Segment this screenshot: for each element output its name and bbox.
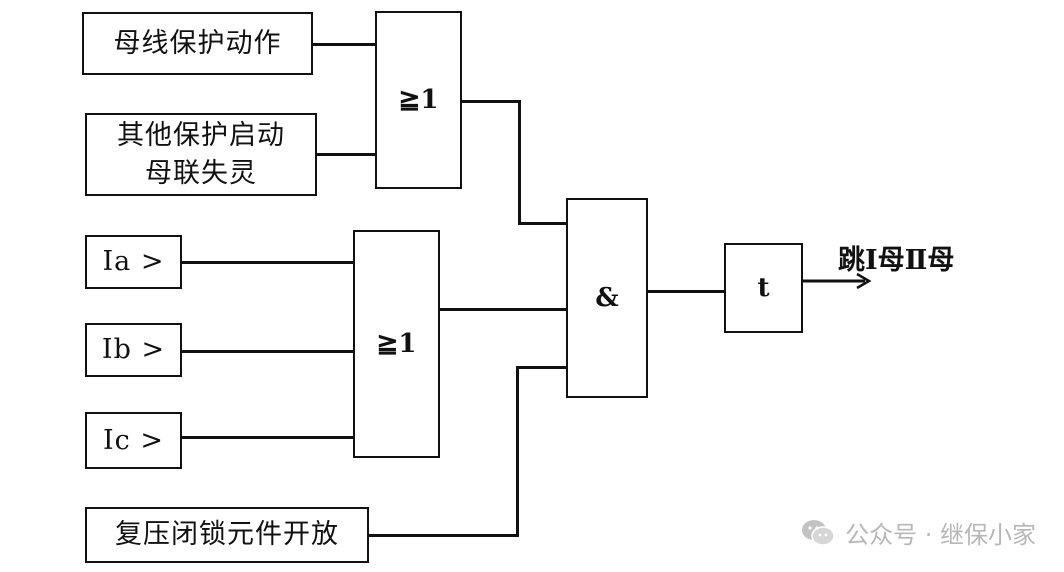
or-gate-bottom-symbol: ≧1 <box>376 329 417 359</box>
wire-other-protection-to-or <box>317 153 375 156</box>
output-label: 跳Ⅰ母Ⅱ母 <box>838 245 955 276</box>
input-bus-protection-label: 母线保护动作 <box>113 27 282 59</box>
wire-or-top-out-h1 <box>462 100 521 103</box>
wire-or-top-out-v <box>518 100 521 225</box>
wire-and-to-timer <box>648 290 724 293</box>
wire-voltage-lock-v <box>516 366 519 537</box>
output-arrow-icon <box>803 272 872 290</box>
input-other-protection-line2: 母联失灵 <box>145 157 257 189</box>
input-ia-label: Ia > <box>102 246 165 277</box>
input-ia-box: Ia > <box>85 235 182 289</box>
and-gate-symbol: & <box>595 283 619 313</box>
wire-voltage-lock-h1 <box>369 534 519 537</box>
wire-bus-protection-to-or <box>313 43 375 46</box>
input-ic-box: Ic > <box>85 412 182 469</box>
watermark: 公众号 · 继保小家 <box>801 515 1036 550</box>
watermark-text: 公众号 · 继保小家 <box>845 521 1036 549</box>
wire-or-top-out-h2 <box>518 222 566 225</box>
wire-ic-to-or <box>182 436 353 439</box>
timer-symbol: t <box>757 273 770 303</box>
or-gate-bottom: ≧1 <box>353 230 440 458</box>
or-gate-top: ≧1 <box>375 11 462 189</box>
input-bus-protection-box: 母线保护动作 <box>82 12 313 75</box>
and-gate: & <box>566 198 648 398</box>
input-other-protection-line1: 其他保护启动 <box>117 119 285 151</box>
input-voltage-lock-label: 复压闭锁元件开放 <box>115 519 339 550</box>
input-other-protection-box: 其他保护启动 母联失灵 <box>85 113 317 196</box>
timer-block: t <box>724 243 803 333</box>
input-ib-box: Ib > <box>85 323 182 377</box>
input-ib-label: Ib > <box>101 334 166 365</box>
wire-ia-to-or <box>182 261 353 264</box>
wechat-icon <box>802 519 835 546</box>
or-gate-top-symbol: ≧1 <box>398 85 439 115</box>
wire-voltage-lock-h2 <box>516 366 566 369</box>
input-ic-label: Ic > <box>103 424 164 456</box>
wire-or-bottom-to-and <box>440 308 566 311</box>
wire-ib-to-or <box>182 350 353 353</box>
input-voltage-lock-box: 复压闭锁元件开放 <box>85 507 369 563</box>
